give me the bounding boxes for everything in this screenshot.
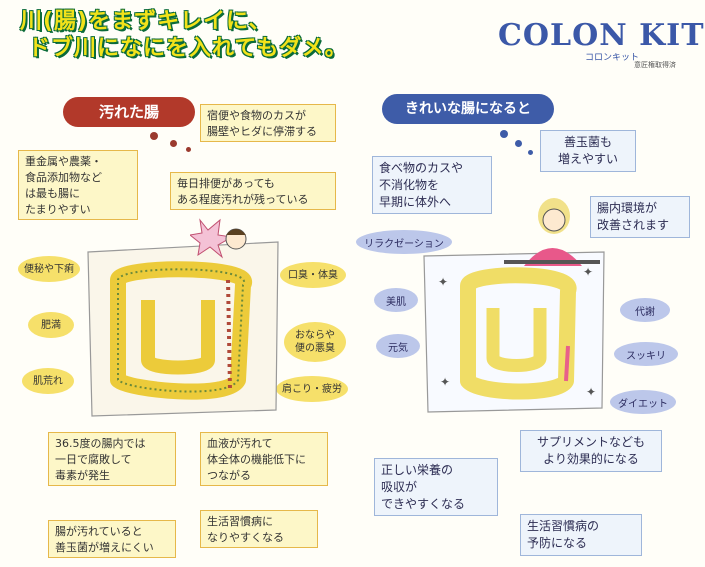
thought-dot (150, 132, 158, 140)
brand-subtitle: コロンキット (585, 53, 640, 63)
note-stool: 宿便や食物のカスが 腸壁やヒダに停滞する (200, 104, 336, 142)
benefit-diet: ダイエット (610, 390, 676, 414)
note-supplement: サプリメントなども より効果的になる (520, 430, 662, 472)
thought-dot (170, 140, 177, 147)
headline: 川(腸)をまずキレイに、 ドブ川になにを入れてもダメ。 (20, 8, 348, 62)
thought-dot (186, 147, 191, 152)
thought-dot (528, 150, 533, 155)
note-bacteria: 腸が汚れていると 善玉菌が増えにくい (48, 520, 176, 558)
symptom-shoulder: 肩こり・疲労 (276, 376, 348, 402)
note-temperature: 36.5度の腸内では 一日で腐敗して 毒素が発生 (48, 432, 176, 486)
symptom-skin: 肌荒れ (22, 368, 74, 394)
symptom-obesity: 肥満 (28, 312, 74, 338)
benefit-relaxation: リラクゼーション (356, 230, 452, 254)
clean-colon-heading: きれいな腸になると (382, 94, 554, 124)
note-heavy-metal: 重金属や農薬・ 食品添加物など は最も腸に たまりやすい (18, 150, 138, 220)
benefit-refresh: スッキリ (614, 342, 678, 366)
svg-text:✦: ✦ (440, 375, 450, 389)
brand-note: 意匠権取得済 (634, 61, 676, 69)
svg-text:✦: ✦ (586, 385, 596, 399)
svg-text:✦: ✦ (583, 265, 593, 279)
worried-woman-icon (190, 218, 247, 259)
note-excrete: 食べ物のカスや 不消化物を 早期に体外へ (372, 156, 492, 214)
symptom-breath: 口臭・体臭 (280, 262, 346, 288)
dirty-colon-heading: 汚れた腸 (63, 97, 195, 127)
thought-dot (500, 130, 508, 138)
clean-colon-illustration: ✦ ✦ ✦ ✦ (423, 251, 605, 413)
symptom-gas: おならや 便の悪臭 (284, 322, 346, 362)
benefit-energy: 元気 (376, 334, 420, 358)
benefit-metabolism: 代謝 (620, 298, 670, 322)
note-blood: 血液が汚れて 体全体の機能低下に つながる (200, 432, 328, 486)
note-nutrition: 正しい栄養の 吸収が できやすくなる (374, 458, 498, 516)
note-daily: 毎日排便があっても ある程度汚れが残っている (170, 172, 336, 210)
svg-text:✦: ✦ (438, 275, 448, 289)
note-environment: 腸内環境が 改善されます (590, 196, 690, 238)
benefit-skin: 美肌 (374, 288, 418, 312)
headline-line1: 川(腸)をまずキレイに、 (20, 9, 272, 34)
thought-dot (515, 140, 522, 147)
symptom-constipation: 便秘や下痢 (18, 256, 80, 282)
note-good-bacteria: 善玉菌も 増えやすい (540, 130, 636, 172)
headline-line2: ドブ川になにを入れてもダメ。 (28, 36, 348, 61)
happy-woman-icon (504, 198, 600, 266)
brand-logo: COLON KIT (498, 18, 705, 53)
note-prevention: 生活習慣病の 予防になる (520, 514, 642, 556)
note-lifestyle: 生活習慣病に なりやすくなる (200, 510, 318, 548)
dirty-colon-illustration (87, 241, 279, 417)
